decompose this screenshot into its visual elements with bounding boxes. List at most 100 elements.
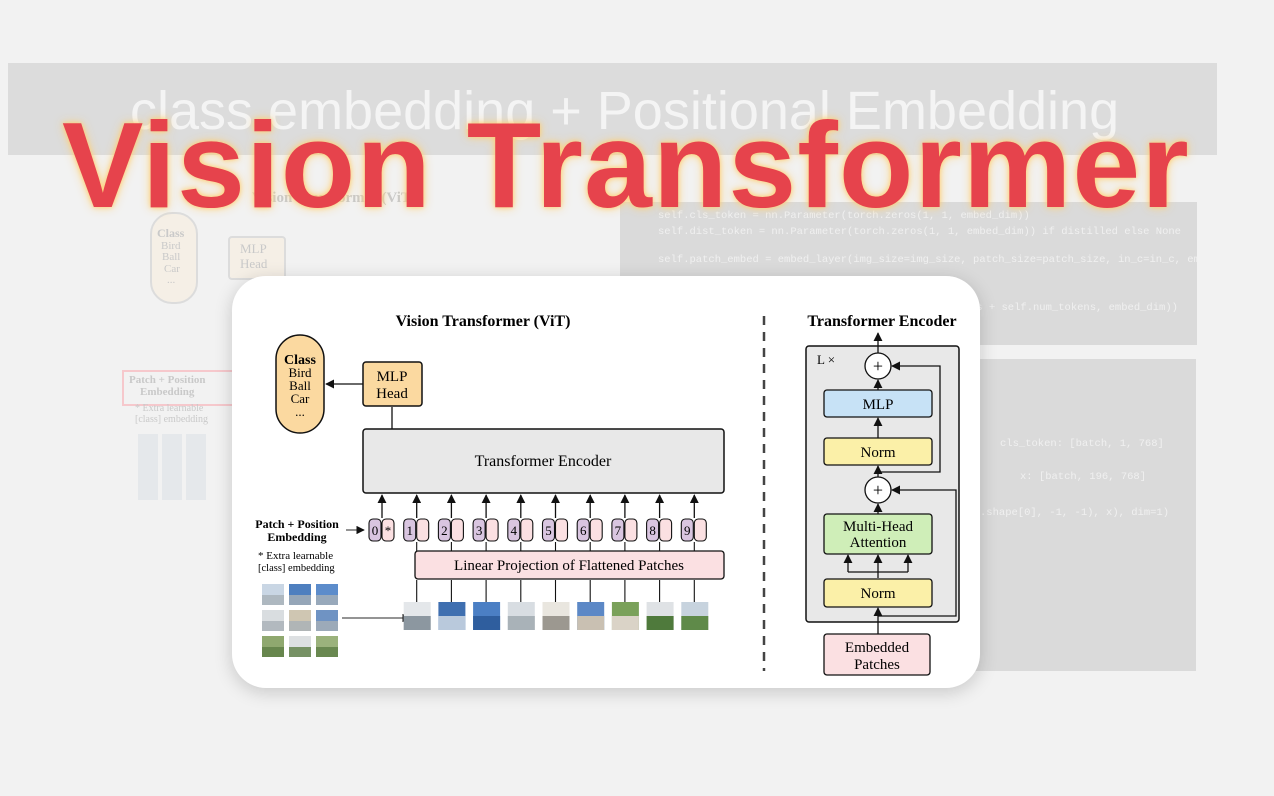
ghost-class-item: Car	[164, 263, 180, 275]
grid-image-tile-detail	[316, 621, 338, 631]
code-line: self.patch_embed = embed_layer(img_size=…	[658, 254, 1197, 266]
position-embedding	[624, 518, 638, 542]
token-index: 2	[441, 523, 448, 538]
code-line: es + self.num_tokens, embed_dim))	[970, 302, 1178, 314]
image-patch-detail	[681, 616, 709, 630]
code-line: .shape[0], -1, -1), x), dim=1)	[980, 507, 1170, 519]
mlp-head-label: MLP	[377, 369, 408, 385]
plus-symbol: +	[873, 356, 883, 376]
token-index: 7	[615, 523, 622, 538]
position-embedding	[381, 518, 395, 542]
cls-marker: *	[385, 523, 392, 538]
grid-image-tile-detail	[289, 621, 311, 631]
transformer-encoder-box	[362, 428, 725, 494]
position-embedding	[659, 518, 673, 542]
ghost-class-box	[150, 212, 198, 304]
position-embedding	[520, 518, 534, 542]
ghost-class-label: Class	[157, 226, 185, 240]
residual-connection-lower	[878, 485, 957, 617]
class-item: Bird	[288, 365, 312, 380]
grid-image-tile-detail	[262, 621, 284, 631]
norm-box-lower	[823, 578, 933, 608]
background-code-panel: self.cls_token = nn.Parameter(torch.zero…	[620, 202, 1197, 345]
position-embedding	[450, 518, 464, 542]
token-embedding	[403, 518, 417, 542]
vit-diagram: Vision Transformer (ViT) Class Bird Ball…	[255, 313, 960, 676]
token-embedding	[437, 518, 451, 542]
token-index: 6	[580, 523, 587, 538]
position-embedding	[416, 518, 430, 542]
ghost-mlp-label: Head	[240, 256, 268, 271]
image-patch-detail	[542, 616, 570, 630]
token-index: 4	[511, 523, 518, 538]
extra-note: [class] embedding	[258, 563, 335, 574]
image-patch-detail	[438, 616, 466, 630]
token-embedding	[611, 518, 625, 542]
linear-projection-label: Linear Projection of Flattened Patches	[454, 558, 684, 574]
grid-image-tile-detail	[316, 595, 338, 605]
ghost-patch-label: Patch + Position	[129, 374, 206, 386]
code-line: self.cls_token = nn.Parameter(torch.zero…	[658, 210, 1030, 222]
embedded-patches-box	[823, 633, 931, 676]
token-embedding	[576, 518, 590, 542]
embedded-patches-label: Embedded	[845, 640, 910, 656]
plus-symbol: +	[873, 480, 883, 500]
position-embedding	[693, 518, 707, 542]
repeat-label: L ×	[817, 352, 835, 367]
grid-image-tile-detail	[289, 647, 311, 657]
ghost-class-item: Bird	[161, 240, 181, 252]
image-patch-detail	[473, 616, 501, 630]
token-index: 8	[649, 523, 656, 538]
ghost-mlp-box	[228, 236, 286, 280]
ghost-extra-note: * Extra learnable	[135, 403, 204, 414]
residual-connection-upper	[878, 361, 941, 473]
token-index: 3	[476, 523, 483, 538]
image-patch-detail	[577, 616, 605, 630]
grid-image-tile-detail	[316, 647, 338, 657]
patch-position-label: Embedding	[267, 530, 326, 544]
image-patch-detail	[646, 616, 674, 630]
token-index: 1	[406, 523, 413, 538]
ghost-vit-title: Vision Transformer (ViT)	[252, 190, 416, 206]
mlp-head-label: Head	[376, 386, 408, 402]
class-box	[275, 334, 325, 434]
norm-label-lower: Norm	[861, 586, 896, 602]
token-row: 0 * 1 2 3 4 5 6 7 8 9	[368, 518, 707, 542]
token-index: 0	[372, 523, 379, 538]
code-line: cls_token: [batch, 1, 768]	[1000, 438, 1164, 450]
grid-image-tile-detail	[262, 595, 284, 605]
code-line: x: [batch, 196, 768]	[1020, 471, 1147, 483]
token-embedding	[646, 518, 660, 542]
grid-image-tile-detail	[262, 647, 284, 657]
position-embedding	[554, 518, 569, 542]
class-item: Ball	[289, 378, 311, 393]
image-patch-detail	[403, 616, 431, 630]
background-banner	[8, 63, 1217, 155]
flattened-patches-row	[403, 580, 709, 630]
ghost-extra-note: [class] embedding	[135, 414, 209, 425]
patch-position-label: Patch + Position	[255, 517, 339, 531]
token-embedding	[680, 518, 694, 542]
diagram-card: Vision Transformer (ViT) Class Bird Ball…	[232, 276, 980, 688]
embedded-patches-label: Patches	[854, 657, 900, 673]
token-arrows	[377, 494, 699, 551]
image-patch-detail	[507, 616, 535, 630]
token-index: 5	[545, 523, 552, 538]
token-embedding	[368, 518, 382, 542]
encoder-detail-title: Transformer Encoder	[807, 313, 956, 330]
token-index: 9	[684, 523, 691, 538]
token-embedding	[472, 518, 486, 542]
background-banner-text: class embedding + Positional Embedding	[130, 81, 1120, 141]
ghost-mlp-label: MLP	[240, 241, 267, 256]
mha-label: Attention	[850, 535, 907, 551]
input-image-grid	[262, 584, 338, 657]
code-line: self.dist_token = nn.Parameter(torch.zer…	[658, 226, 1181, 238]
class-item: Car	[291, 391, 310, 406]
token-embedding	[541, 518, 556, 542]
class-title: Class	[284, 353, 316, 368]
extra-note: * Extra learnable	[258, 550, 333, 562]
image-patch-detail	[611, 616, 639, 630]
mha-label: Multi-Head	[843, 519, 913, 535]
mlp-label: MLP	[863, 397, 894, 413]
token-embedding	[507, 518, 521, 542]
